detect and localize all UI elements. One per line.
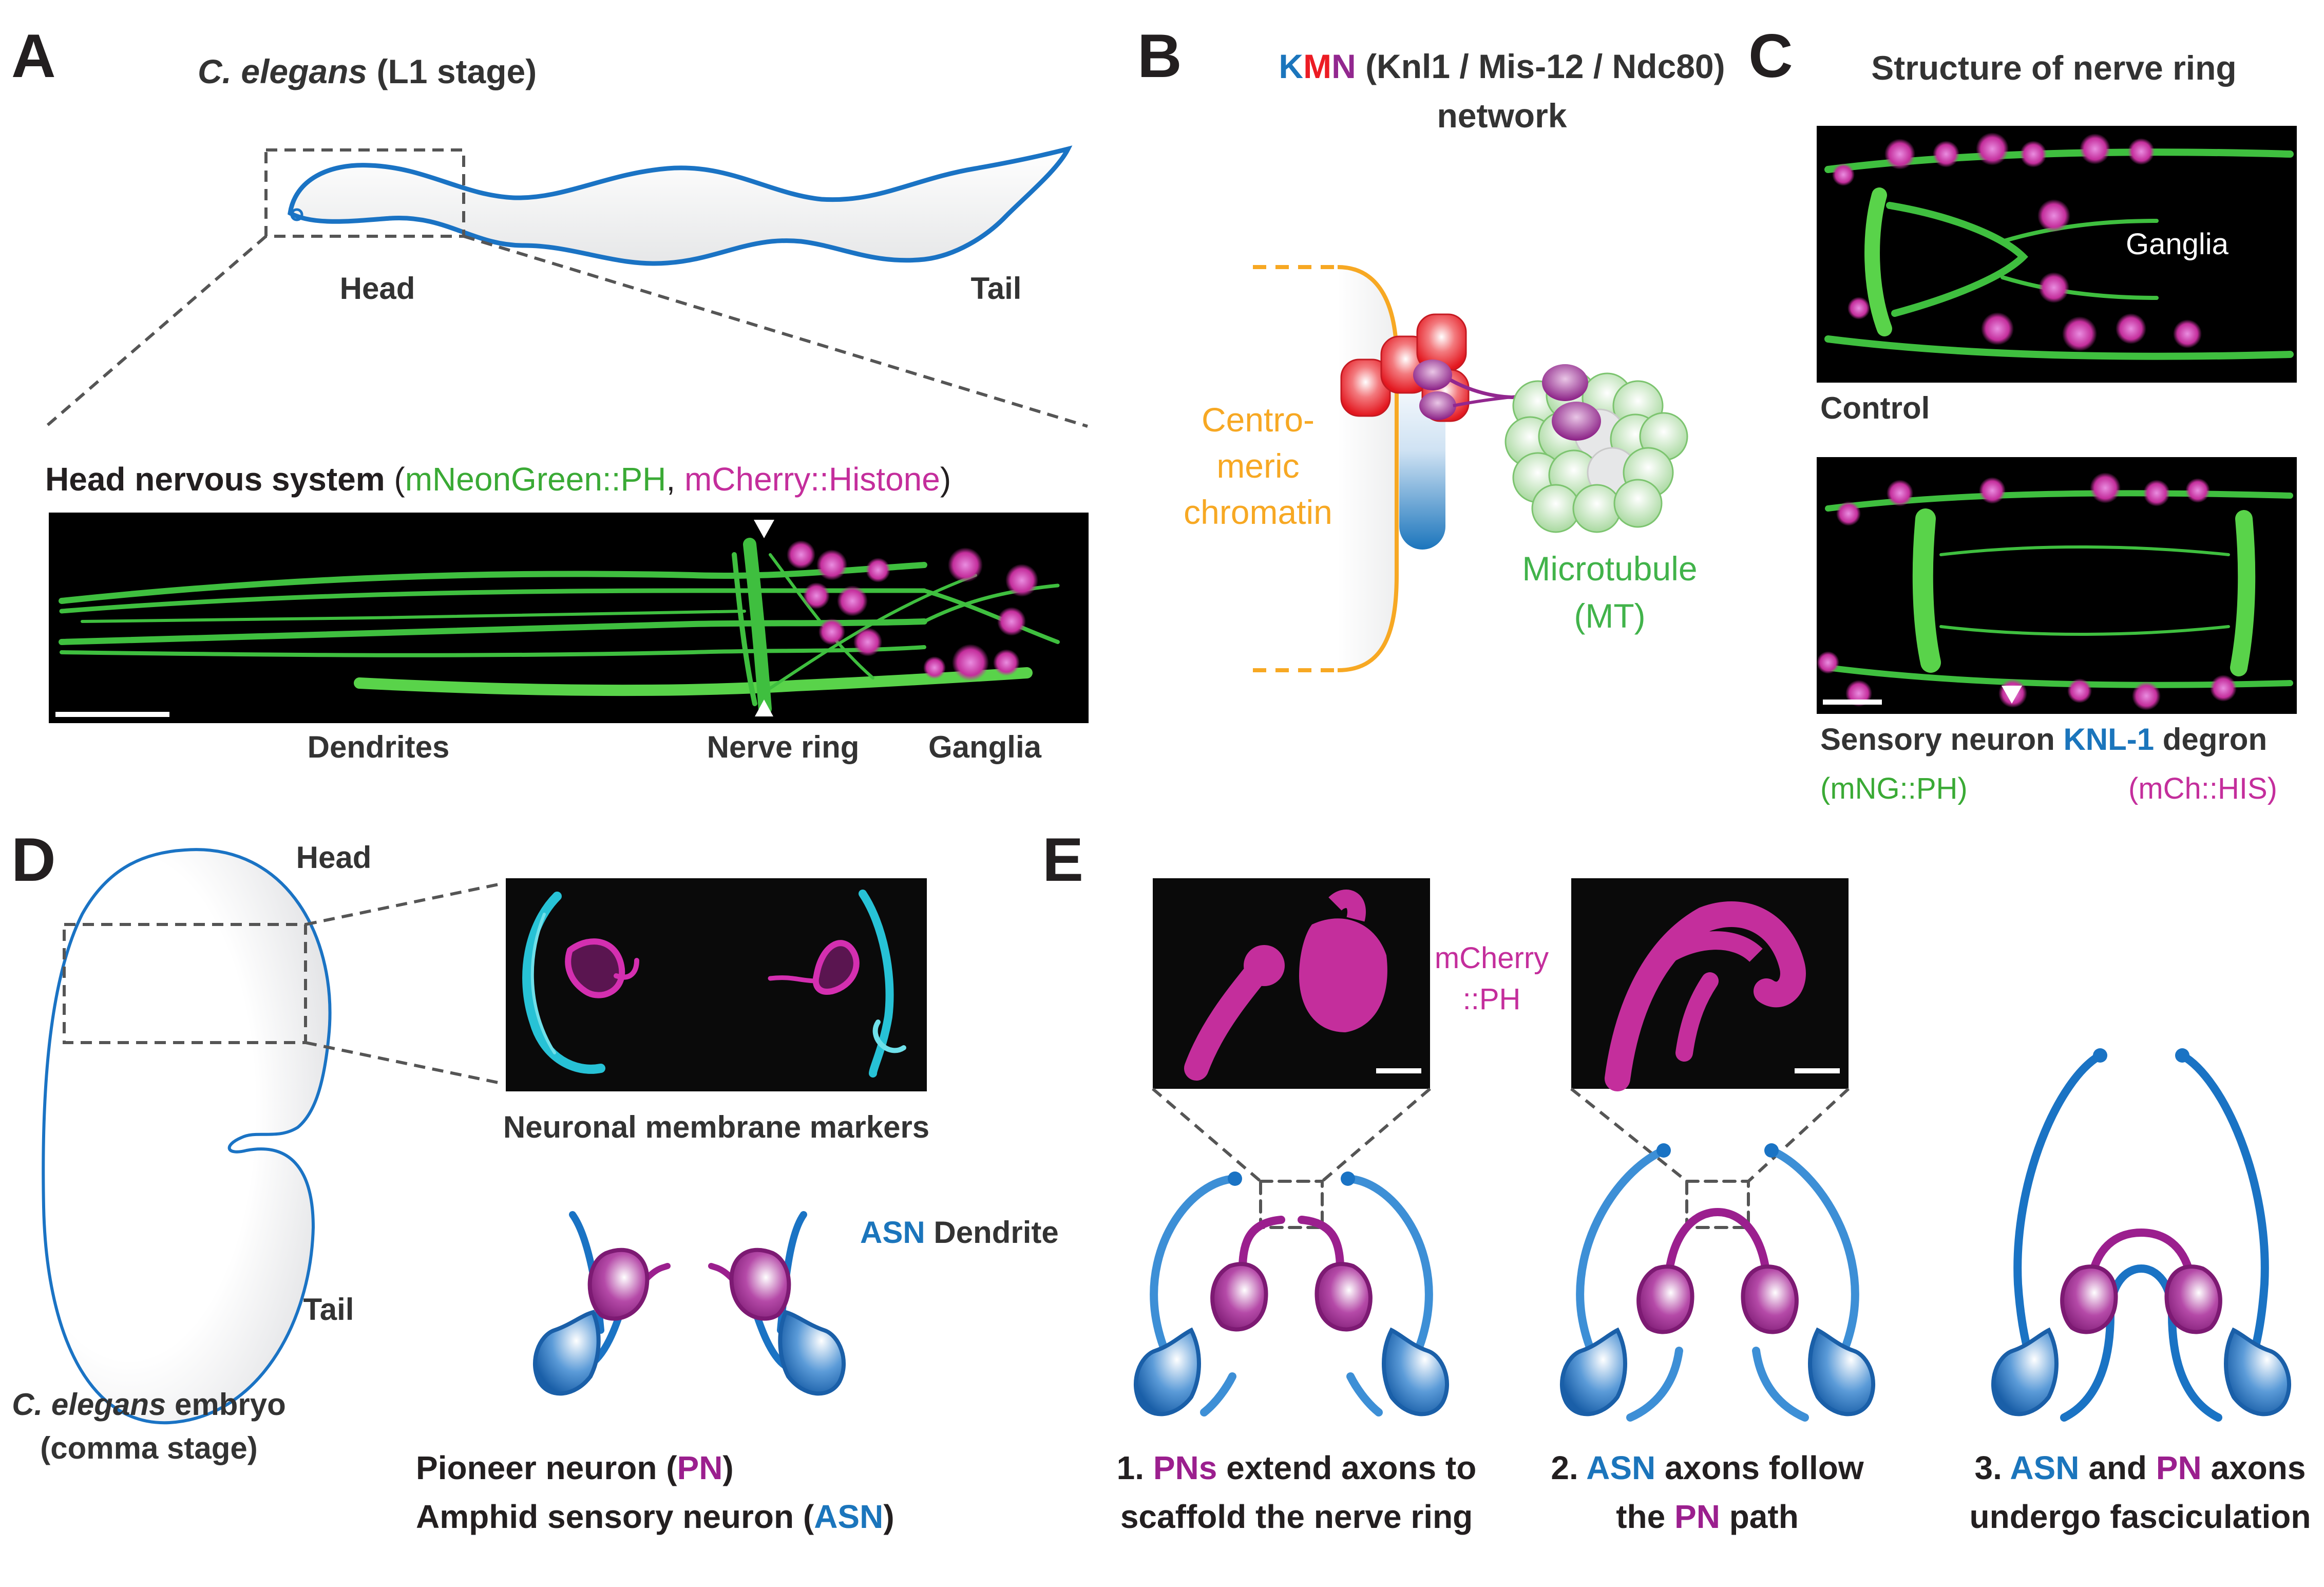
control-ganglia-label: Ganglia: [2126, 228, 2229, 261]
pn-cell-right: [729, 1248, 791, 1321]
panel-c: C Structure of nerve ring: [1748, 22, 2297, 805]
asn-cell-right: [778, 1310, 846, 1396]
step1-caption-2: scaffold the nerve ring: [1120, 1498, 1473, 1535]
embryo-tail-label: Tail: [303, 1292, 354, 1327]
nerve-ring-label: Nerve ring: [707, 730, 860, 764]
scale-bar-a: [55, 712, 169, 717]
embryo-zoom-box: [63, 923, 307, 1044]
degron-micrograph: [1817, 457, 2297, 714]
embryo-caption-2: (comma stage): [40, 1431, 257, 1465]
chromatin-label-2: meric: [1216, 447, 1299, 485]
panel-letter-a: A: [11, 22, 56, 90]
embryo-caption-1: C. elegans embryo: [12, 1387, 286, 1422]
asn-dendrite-label: ASN Dendrite: [860, 1215, 1059, 1250]
worm-outline: [288, 145, 1073, 266]
embryo-zoom-line-top: [305, 882, 504, 926]
panel-d: D Head Tail C. elegans embryo (comma sta…: [11, 825, 1059, 1535]
scale-bar-e1: [1376, 1068, 1421, 1073]
ndc80-heads: [1542, 364, 1601, 441]
zoom-line-left: [45, 235, 267, 428]
kmn-title: KMN (Knl1 / Mis-12 / Ndc80): [1279, 47, 1725, 85]
head-micrograph: [49, 513, 1089, 723]
dendrites-label: Dendrites: [308, 730, 450, 764]
microtubule-abbr-label: (MT): [1574, 597, 1645, 635]
step1-caption: 1. PNs extend axons to: [1117, 1449, 1477, 1486]
step2-schematic: [1560, 1143, 1875, 1422]
embryo-zoom-line-bottom: [305, 1041, 504, 1085]
panel-e: E mCherry ::PH: [1042, 825, 2311, 1535]
degron-magenta-marker: (mCh::HIS): [2128, 772, 2277, 805]
mcherry-label-2: ::PH: [1463, 983, 1521, 1016]
panel-d-schematic: [533, 1211, 846, 1396]
pn-legend: Pioneer neuron (PN): [416, 1449, 734, 1486]
head-zoom-box: [264, 148, 465, 238]
degron-label: Sensory neuron KNL-1 degron: [1820, 722, 2267, 757]
nerve-ring-structure-title: Structure of nerve ring: [1871, 49, 2236, 87]
chromatin-label-3: chromatin: [1184, 493, 1332, 531]
panel-letter-c: C: [1748, 22, 1793, 90]
step3-caption: 3. ASN and PN axons: [1975, 1449, 2306, 1486]
panel-b: B KMN (Knl1 / Mis-12 / Ndc80) network Ce…: [1137, 22, 1725, 672]
scale-bar-c: [1823, 700, 1882, 705]
chromatin-label-1: Centro-: [1202, 401, 1315, 439]
pn-cell-left: [587, 1248, 650, 1321]
panel-a-title: C. elegans (L1 stage): [198, 52, 537, 90]
step3-caption-2: undergo fasciculation: [1970, 1498, 2311, 1535]
embryo-head-label: Head: [296, 840, 372, 875]
head-nervous-system-title: Head nervous system (mNeonGreen::PH, mCh…: [45, 461, 951, 498]
step1-micrograph: [1153, 878, 1430, 1089]
control-label: Control: [1820, 391, 1930, 425]
microtubule-label: Microtubule: [1522, 550, 1697, 588]
worm-tail-label: Tail: [971, 271, 1022, 306]
membrane-marker-micrograph: [506, 878, 927, 1091]
embryo-outline: [42, 848, 332, 1425]
step2-micrograph: [1571, 878, 1849, 1091]
kmn-title-line2: network: [1437, 97, 1567, 135]
step2-caption-2: the PN path: [1616, 1498, 1799, 1535]
asn-legend: Amphid sensory neuron (ASN): [416, 1498, 894, 1535]
microtubule: [1504, 370, 1688, 533]
panel-letter-d: D: [11, 825, 56, 894]
micrograph-ganglia-label: Ganglia: [928, 730, 1042, 764]
zoom-line-right: [463, 235, 1088, 428]
step2-caption: 2. ASN axons follow: [1551, 1449, 1864, 1486]
step3-schematic: [1991, 1048, 2291, 1422]
worm-head-label: Head: [340, 271, 415, 306]
scale-bar-e2: [1795, 1068, 1840, 1073]
asn-cell-left: [533, 1310, 601, 1396]
step1-schematic: [1134, 1172, 1449, 1416]
degron-green-marker: (mNG::PH): [1820, 772, 1968, 805]
panel-letter-b: B: [1137, 22, 1182, 90]
worm-mouth: [290, 208, 303, 221]
panel-letter-e: E: [1042, 825, 1083, 894]
panel-a: A C. elegans (L1 stage) Head Tail Head n…: [11, 22, 1089, 764]
control-micrograph: Ganglia: [1817, 126, 2297, 383]
mcherry-label-1: mCherry: [1435, 941, 1549, 975]
markers-caption: Neuronal membrane markers: [503, 1110, 929, 1144]
